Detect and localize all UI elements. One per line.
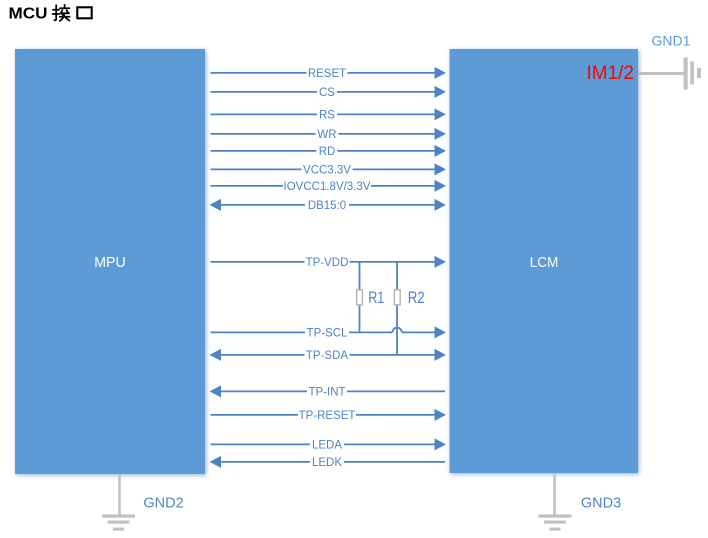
svg-text:MCU: MCU — [9, 5, 48, 22]
svg-text:R1: R1 — [368, 288, 384, 307]
svg-text:IOVCC1.8V/3.3V: IOVCC1.8V/3.3V — [284, 181, 371, 193]
svg-text:MPU: MPU — [94, 254, 126, 271]
svg-text:TP-RESET: TP-RESET — [299, 410, 356, 422]
svg-text:RESET: RESET — [308, 68, 346, 80]
svg-text:VCC3.3V: VCC3.3V — [303, 164, 351, 176]
svg-text:WR: WR — [317, 129, 336, 141]
svg-text:R2: R2 — [408, 288, 425, 307]
svg-text:DB15:0: DB15:0 — [308, 200, 346, 212]
svg-text:LEDA: LEDA — [312, 439, 342, 451]
svg-text:TP-SDA: TP-SDA — [306, 350, 349, 362]
svg-text:RD: RD — [319, 146, 336, 158]
svg-text:TP-VDD: TP-VDD — [306, 257, 349, 269]
svg-text:CS: CS — [319, 87, 335, 99]
svg-text:GND1: GND1 — [652, 33, 691, 49]
svg-text:LCM: LCM — [530, 254, 559, 271]
svg-text:RS: RS — [319, 109, 335, 121]
svg-text:TP-INT: TP-INT — [308, 386, 345, 398]
svg-text:GND3: GND3 — [581, 496, 621, 512]
svg-text:TP-SCL: TP-SCL — [307, 327, 349, 339]
svg-text:IM1/2: IM1/2 — [586, 63, 634, 84]
svg-text:GND2: GND2 — [143, 496, 183, 512]
svg-text:LEDK: LEDK — [312, 457, 342, 469]
